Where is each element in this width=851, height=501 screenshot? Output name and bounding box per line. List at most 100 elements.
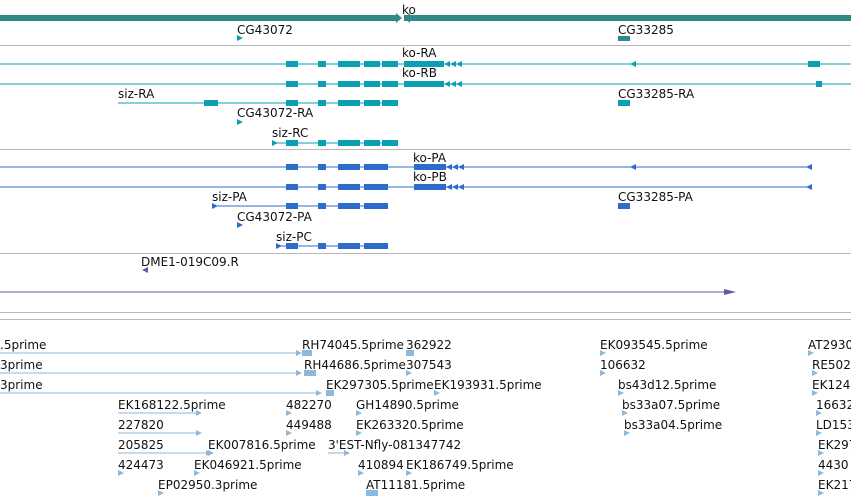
est-label[interactable]: 424473 <box>118 458 164 472</box>
est-label[interactable]: 205825 <box>118 438 164 452</box>
exon-block <box>338 140 360 146</box>
est-label[interactable]: EP02950.3prime <box>158 478 258 492</box>
est-label[interactable]: EK093545.5prime <box>600 338 708 352</box>
est-label[interactable]: AT11181.5prime <box>366 478 466 492</box>
est-label[interactable]: bs33a07.5prime <box>622 398 721 412</box>
est-label[interactable]: 482270 <box>286 398 332 412</box>
est-label[interactable]: LD153 <box>816 418 851 432</box>
est-marker <box>812 370 818 376</box>
exon-block <box>338 203 360 209</box>
est-label[interactable]: 4430 <box>818 458 849 472</box>
est-label[interactable]: 307543 <box>406 358 452 372</box>
exon-block <box>318 140 326 146</box>
est-label[interactable]: 362922 <box>406 338 452 352</box>
est-label[interactable]: RH44686.5prime <box>304 358 406 372</box>
transcript-label-siz-ra[interactable]: siz-RA <box>118 87 155 101</box>
est-label[interactable]: AT2930 <box>808 338 851 352</box>
exon-block <box>380 184 388 190</box>
est-label[interactable]: RH74045.5prime <box>302 338 404 352</box>
est-label[interactable]: EK263320.5prime <box>356 418 464 432</box>
exon-block <box>318 81 326 87</box>
strand-arrow-right <box>272 140 278 146</box>
est-label[interactable]: EK046921.5prime <box>194 458 302 472</box>
est-label[interactable]: bs33a04.5prime <box>624 418 723 432</box>
gene-label-cg43072[interactable]: CG43072 <box>237 23 293 37</box>
est-block <box>406 350 414 356</box>
track-separator <box>0 45 851 46</box>
exon-block <box>382 61 398 67</box>
est-label[interactable]: 410894 <box>358 458 404 472</box>
est-label[interactable]: 3prime <box>0 378 43 392</box>
est-label[interactable]: 227820 <box>118 418 164 432</box>
est-marker <box>406 470 412 476</box>
marker-cg43072-ra <box>237 119 243 125</box>
transcript-label-cg33285-pa[interactable]: CG33285-PA <box>618 190 693 204</box>
transcript-label-siz-pa[interactable]: siz-PA <box>212 190 247 204</box>
est-label[interactable]: 449488 <box>286 418 332 432</box>
est-label[interactable]: EK297 <box>818 438 851 452</box>
est-label[interactable]: EK217 <box>818 478 851 492</box>
gene-marker-cg43072 <box>237 35 243 41</box>
transcript-label-cg33285-ra[interactable]: CG33285-RA <box>618 87 695 101</box>
est-label[interactable]: EK186749.5prime <box>406 458 514 472</box>
est-arrow <box>296 370 302 376</box>
transcript-label-siz-pc[interactable]: siz-PC <box>276 230 312 244</box>
est-marker <box>356 430 362 436</box>
est-label[interactable]: bs43d12.5prime <box>618 378 717 392</box>
est-label[interactable]: RE502 <box>812 358 851 372</box>
transcript-label-ko-pb[interactable]: ko-PB <box>413 170 447 184</box>
strand-arrow-left <box>458 164 464 170</box>
est-label[interactable]: EK168122.5prime <box>118 398 226 412</box>
gene-marker-cg33285 <box>618 36 630 41</box>
exon-block <box>364 243 380 249</box>
est-block <box>304 370 316 376</box>
est-marker <box>286 410 292 416</box>
exon-block <box>318 184 326 190</box>
transcript-label-ko-rb[interactable]: ko-RB <box>402 66 437 80</box>
marker-cg43072-pa <box>237 222 243 228</box>
est-label[interactable]: EK124 <box>812 378 851 392</box>
transcript-label-ko-pa[interactable]: ko-PA <box>413 151 447 165</box>
exon-block <box>414 164 446 170</box>
exon-block <box>338 164 360 170</box>
exon-block <box>380 243 388 249</box>
track-separator <box>0 253 851 254</box>
gene-bar-ko <box>404 15 851 21</box>
transcript-label-cg43072-pa[interactable]: CG43072-PA <box>237 210 312 224</box>
exon-block <box>816 81 822 87</box>
transcript-label-cg43072-ra[interactable]: CG43072-RA <box>237 106 314 120</box>
est-label[interactable]: .5prime <box>0 338 47 352</box>
exon-block <box>318 164 326 170</box>
exon-block <box>204 100 218 106</box>
clone-label-dme1-019c09[interactable]: DME1-019C09.R <box>141 255 239 269</box>
est-marker <box>208 450 214 456</box>
exon-block <box>286 140 298 146</box>
exon-block-cg33285-pa <box>618 203 630 209</box>
exon-block <box>338 81 360 87</box>
transcript-label-siz-rc[interactable]: siz-RC <box>272 126 309 140</box>
est-marker <box>618 390 624 396</box>
gene-label-ko[interactable]: ko <box>402 3 416 17</box>
est-label[interactable]: 3'EST-Nfly-081347742 <box>328 438 462 452</box>
est-label[interactable]: 3prime <box>0 358 43 372</box>
transcript-label-ko-ra[interactable]: ko-RA <box>402 46 437 60</box>
exon-block <box>318 61 326 67</box>
exon-block <box>318 100 326 106</box>
est-marker <box>818 470 824 476</box>
est-label[interactable]: EK297305.5prime <box>326 378 434 392</box>
est-label[interactable]: GH14890.5prime <box>356 398 459 412</box>
est-label[interactable]: 106632 <box>600 358 646 372</box>
exon-block <box>318 203 326 209</box>
est-arrow <box>196 430 202 436</box>
est-label[interactable]: 16632 <box>816 398 851 412</box>
est-label[interactable]: EK007816.5prime <box>208 438 316 452</box>
est-label[interactable]: EK193931.5prime <box>434 378 542 392</box>
strand-arrow-left <box>444 81 450 87</box>
est-marker <box>600 370 606 376</box>
gene-label-cg33285[interactable]: CG33285 <box>618 23 674 37</box>
exon-block <box>286 184 298 190</box>
exon-block <box>414 184 446 190</box>
strand-arrow-left <box>450 81 456 87</box>
strand-arrow-left <box>630 61 636 67</box>
